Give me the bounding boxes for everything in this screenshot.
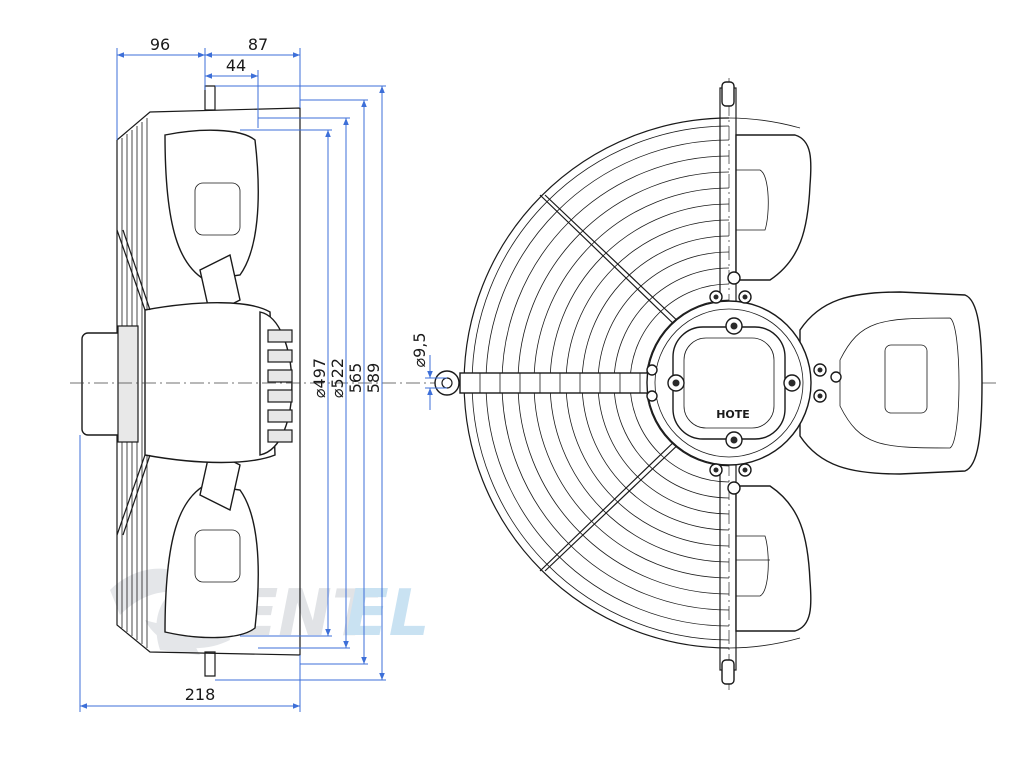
hub-bolts xyxy=(646,271,842,495)
dim-218-label: 218 xyxy=(185,685,216,704)
dim-87-label: 87 xyxy=(248,35,268,54)
front-view: HOTE xyxy=(434,78,983,690)
blade-bottom xyxy=(735,485,812,632)
dim-9-5-label: ⌀9,5 xyxy=(410,332,429,367)
guard-spokes xyxy=(539,194,684,572)
dim-44-label: 44 xyxy=(226,56,246,75)
blade-right xyxy=(799,291,983,475)
mounting-hole-lug xyxy=(434,370,460,396)
motor-housing xyxy=(672,326,786,440)
blade-top xyxy=(735,134,812,281)
bar-ticks xyxy=(479,373,641,393)
dim-522-label: ⌀522 xyxy=(328,358,347,398)
dim-565-label: 565 xyxy=(346,363,365,394)
dim-589-label: 589 xyxy=(364,363,383,394)
dim-96-label: 96 xyxy=(150,35,170,54)
side-dimensions: 96 87 44 218 ⌀497 ⌀522 565 589 xyxy=(79,35,386,712)
motor-label: HOTE xyxy=(716,408,750,421)
dim-497-label: ⌀497 xyxy=(310,358,329,398)
watermark-blue-text: EL xyxy=(345,577,430,651)
rotor-fins xyxy=(267,329,293,443)
dim-9-5: ⌀9,5 xyxy=(410,332,447,410)
